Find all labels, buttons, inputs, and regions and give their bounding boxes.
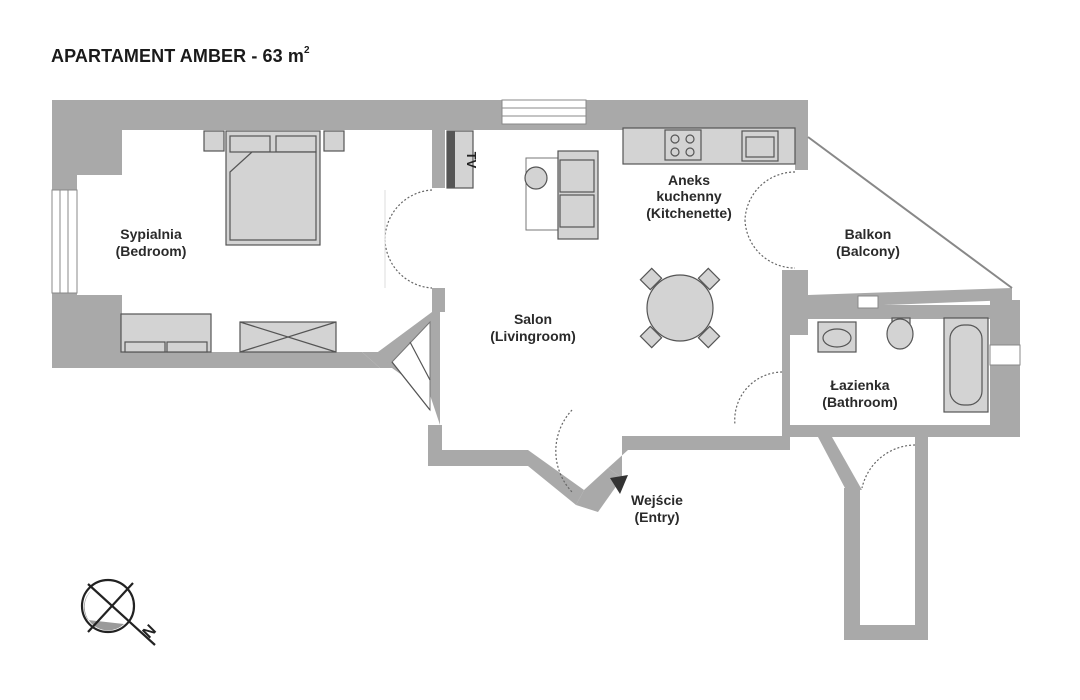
balcony-line1: Balkon	[845, 226, 892, 242]
plan-title-text: APARTAMENT AMBER - 63 m	[51, 46, 304, 66]
entry-line2: (Entry)	[634, 509, 679, 525]
sofa-bedroom	[120, 313, 212, 353]
bed	[203, 130, 345, 246]
balcony-outline	[807, 136, 1013, 289]
windows	[51, 99, 1021, 366]
compass-icon: N	[80, 578, 160, 646]
room-label-bathroom: Łazienka (Bathroom)	[822, 377, 897, 410]
entry-arrow-icon	[610, 475, 628, 494]
bedroom-line2: (Bedroom)	[116, 243, 187, 259]
livingroom-line1: Salon	[514, 311, 552, 327]
bathroom-line2: (Bathroom)	[822, 394, 897, 410]
walls	[52, 100, 1020, 640]
wardrobe	[239, 321, 337, 353]
room-label-livingroom: Salon (Livingroom)	[490, 311, 576, 344]
sofa-living	[524, 150, 599, 240]
doors	[384, 171, 916, 493]
balcony-line2: (Balcony)	[836, 243, 900, 259]
kitchenette-line1: Aneks	[668, 172, 710, 188]
room-label-balcony: Balkon (Balcony)	[836, 226, 900, 259]
entry-line1: Wejście	[631, 492, 683, 508]
bedroom-line1: Sypialnia	[120, 226, 182, 242]
closet	[391, 320, 431, 412]
room-label-entry: Wejście (Entry)	[631, 492, 683, 525]
tv-unit: TV	[446, 130, 479, 189]
tv-label: TV	[464, 152, 479, 169]
bathroom-fixtures	[817, 317, 989, 413]
bathroom-line1: Łazienka	[830, 377, 889, 393]
kitchenette-line3: (Kitchenette)	[646, 205, 732, 221]
kitchenette-line2: kuchenny	[656, 188, 722, 204]
dining-table	[639, 267, 721, 349]
room-label-bedroom: Sypialnia (Bedroom)	[116, 226, 187, 259]
plan-title: APARTAMENT AMBER - 63 m2	[51, 45, 310, 67]
room-label-kitchenette: Aneks kuchenny (Kitchenette)	[646, 172, 732, 221]
livingroom-line2: (Livingroom)	[490, 328, 576, 344]
kitchen-counter	[622, 127, 796, 165]
plan-title-superscript: 2	[303, 45, 310, 56]
compass-label: N	[140, 622, 160, 642]
